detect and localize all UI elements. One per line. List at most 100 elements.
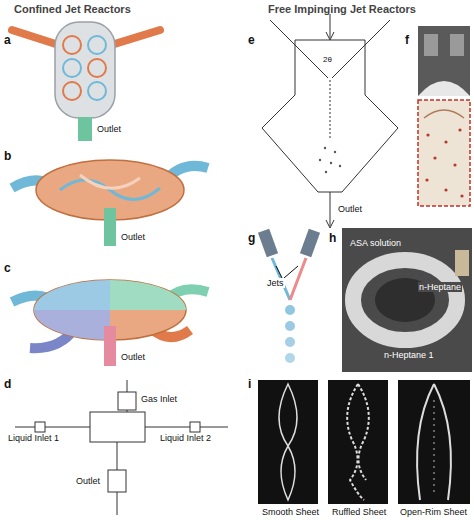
part-label: Outlet [338, 204, 362, 214]
outlet-pipe [104, 326, 116, 366]
jet-sketch [258, 229, 320, 363]
nozzle [424, 34, 438, 56]
particle [425, 178, 428, 181]
vessel-reactor [12, 22, 160, 141]
part-label: Outlet [121, 232, 145, 242]
particle [444, 188, 447, 191]
panel-letter: e [248, 34, 255, 48]
droplet [334, 151, 336, 153]
section-heading: Confined Jet Reactors [14, 3, 131, 16]
part-label: Ruffled Sheet [332, 507, 386, 517]
droplet [319, 159, 321, 161]
vortex-reactor [12, 160, 208, 246]
droplet [339, 165, 341, 167]
photo [418, 26, 470, 96]
leader-line [276, 266, 282, 278]
fitting [190, 422, 200, 432]
vortex [63, 82, 81, 100]
gas-block [118, 392, 136, 410]
part-label: Smooth Sheet [262, 507, 319, 517]
jet-line [330, 80, 331, 140]
outlet-block [108, 470, 126, 492]
panel-letter: g [248, 232, 255, 246]
arrow-head [326, 32, 334, 40]
leader-line [284, 266, 298, 278]
part-label: Open-Rim Sheet [400, 507, 467, 517]
particle [458, 128, 461, 131]
panel-letter: a [4, 34, 11, 48]
reactor-ring [353, 260, 457, 340]
droplet [285, 337, 295, 347]
arrow-head [326, 220, 334, 228]
part-label: n-Heptane 1 [384, 350, 434, 360]
multi-inlet-reactor [12, 280, 208, 366]
vortex [88, 82, 106, 100]
photo [418, 100, 470, 206]
inlet-pipe [108, 30, 160, 46]
mixing-block [90, 412, 145, 442]
droplet [330, 162, 332, 164]
photo-panel [418, 26, 470, 206]
part-label: Liquid Inlet 1 [8, 433, 59, 443]
droplet [285, 321, 295, 331]
vessel-body [55, 22, 115, 118]
particle [433, 156, 436, 159]
stream-zone [34, 280, 110, 310]
fitting [35, 422, 45, 432]
connector [455, 250, 469, 276]
pipe [145, 427, 228, 428]
vortex [63, 36, 81, 54]
chamber [418, 81, 470, 96]
stream-zone [110, 280, 186, 310]
jet-line [270, 20, 328, 78]
smooth-sheet [279, 384, 297, 500]
photo [258, 380, 318, 504]
impinging-chamber [262, 14, 398, 228]
droplet [285, 353, 295, 363]
part-label: Outlet [121, 352, 145, 362]
jet-stream [290, 258, 306, 300]
outlet-pipe [104, 208, 116, 246]
open-rim-sheet [417, 384, 451, 500]
schematic-reactor [15, 380, 228, 515]
photo [328, 380, 388, 504]
panel-letter: f [405, 34, 409, 48]
panel-letter: d [4, 378, 11, 392]
ruffled-sheet [347, 384, 369, 500]
spray-dots [319, 147, 341, 173]
part-label: Liquid Inlet 2 [160, 433, 211, 443]
section-heading: Free Impinging Jet Reactors [268, 3, 416, 16]
panel-letter: h [329, 232, 336, 246]
jet-line [332, 20, 390, 78]
part-label: ASA solution [350, 238, 401, 248]
outlet-pipe [78, 117, 92, 141]
setup-photo [342, 228, 472, 372]
vortex [88, 59, 106, 77]
flow-arrow [330, 14, 331, 38]
particle [426, 133, 429, 136]
vortex [63, 59, 81, 77]
swirl [80, 175, 140, 188]
part-label: Gas Inlet [141, 394, 177, 404]
sheet-fragments [434, 400, 435, 495]
panel-letter: c [4, 262, 11, 276]
stream-zone [34, 310, 110, 340]
angle-label: 2θ [322, 55, 333, 64]
droplet [285, 305, 295, 315]
photo [342, 228, 472, 372]
part-label: Outlet [97, 124, 121, 134]
jet-nozzle [258, 229, 278, 258]
particle [444, 140, 447, 143]
part-label: Jets [266, 278, 285, 288]
chamber-outline [262, 40, 398, 192]
photo [398, 380, 470, 504]
sheet-rim [424, 110, 464, 118]
droplet [325, 171, 327, 173]
part-label: Outlet [76, 476, 100, 486]
flow-arrow [330, 192, 331, 226]
particle [453, 163, 456, 166]
droplet [324, 147, 326, 149]
pipe [15, 427, 90, 428]
